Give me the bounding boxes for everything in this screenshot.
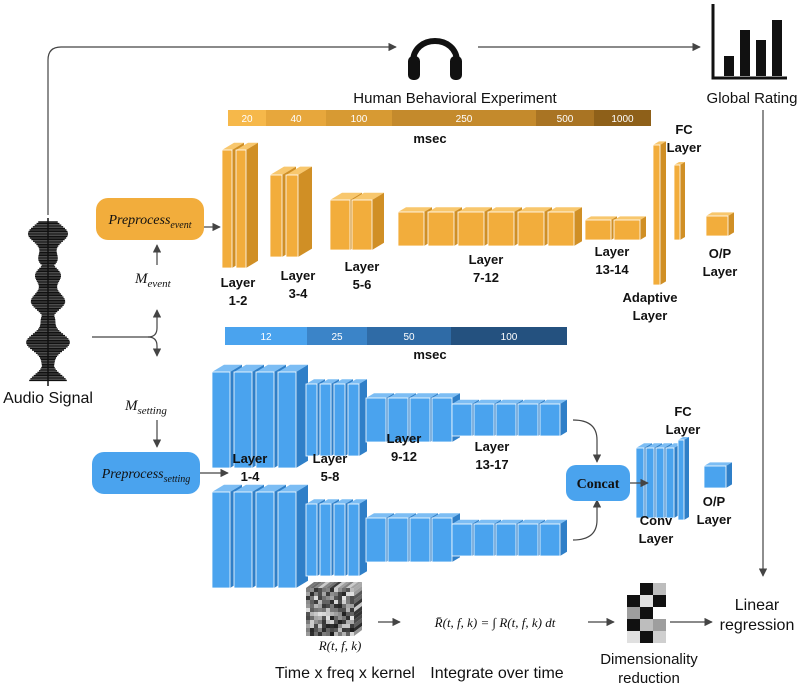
setting-scale-segment: 25 [307,327,367,345]
event-block-13-14-0 [584,216,617,241]
integrate-label: Integrate over time [430,665,564,682]
event-block-7-12-4 [517,207,552,247]
feature-cube-icon [306,582,362,636]
msec-top-label: msec [413,131,446,146]
setting-bottom-block-1-4-3 [277,484,308,589]
event-time-scale: 20 40 100 250 500 1000 [228,110,651,126]
setting-bottom-block-13-17-4 [539,519,567,557]
setting-scale-tick: 25 [331,332,343,343]
event-block-7-12-3 [487,207,522,247]
setting-fc-layer [677,437,689,521]
event-scale-tick: 500 [557,114,574,125]
event-fc-layer [673,162,685,241]
event-block-7-12-0 [397,207,432,247]
concat-box [566,465,630,501]
waveform-icon [26,218,70,386]
preprocess-event-label: Preprocessevent [107,213,191,231]
event-block-7-12-5 [547,207,582,247]
event-op-layer [705,212,734,237]
event-scale-tick: 100 [351,114,368,125]
event-scale-tick: 20 [241,114,253,125]
dimensionality-grid-icon [627,583,666,643]
event-block-13-14-1 [613,216,646,241]
preprocess-setting-label: Preprocesssetting [101,467,191,485]
event-scale-segment: 20 [228,110,266,126]
event-scale-segment: 500 [536,110,594,126]
setting-scale-tick: 50 [403,332,415,343]
headphones-icon [408,38,462,80]
preprocess-setting-box [92,452,200,494]
event-network [221,141,734,286]
flow-arrows [47,42,768,627]
setting-time-scale: 12 25 50 100 [225,327,567,345]
setting-scale-tick: 12 [260,332,272,343]
global-rating-label: Global Rating [707,90,798,107]
concat-label: Concat [577,477,620,492]
setting-top-block-13-17-4 [539,399,567,437]
setting-scale-segment: 100 [451,327,567,345]
event-scale-tick: 1000 [611,114,634,125]
event-scale-segment: 250 [392,110,536,126]
event-scale-segment: 100 [326,110,392,126]
rbar-formula: R̄(t, f, k) = ∫ R(t, f, k) dt [434,615,556,631]
setting-network [211,364,732,589]
event-scale-tick: 40 [290,114,302,125]
event-scale-segment: 40 [266,110,326,126]
event-adaptive-layer [652,141,666,286]
setting-op-layer [703,462,732,489]
event-scale-segment: 1000 [594,110,651,126]
event-block-5-6-1 [351,192,384,251]
m-event-label: Mevent [134,271,172,290]
setting-top-block-1-4-3 [277,364,308,469]
time-freq-kernel-label: Time x freq x kernel [275,665,415,682]
event-block-7-12-2 [457,207,492,247]
event-block-3-4-1 [285,166,312,258]
event-block-7-12-1 [427,207,462,247]
event-scale-tick: 250 [456,114,473,125]
setting-bottom-block-5-8-3 [347,499,367,577]
msec-mid-label: msec [413,347,446,362]
setting-scale-segment: 12 [225,327,307,345]
audio-signal-label: Audio Signal [3,390,93,407]
setting-scale-segment: 50 [367,327,451,345]
setting-top-block-5-8-3 [347,379,367,457]
bar-chart-icon [711,4,787,80]
preprocess-event-box [96,198,204,240]
human-experiment-label: Human Behavioral Experiment [353,90,557,107]
r-label: R(t, f, k) [318,638,362,653]
event-block-1-2-1 [235,142,258,269]
setting-scale-tick: 100 [501,332,518,343]
m-setting-label: Msetting [124,398,167,417]
